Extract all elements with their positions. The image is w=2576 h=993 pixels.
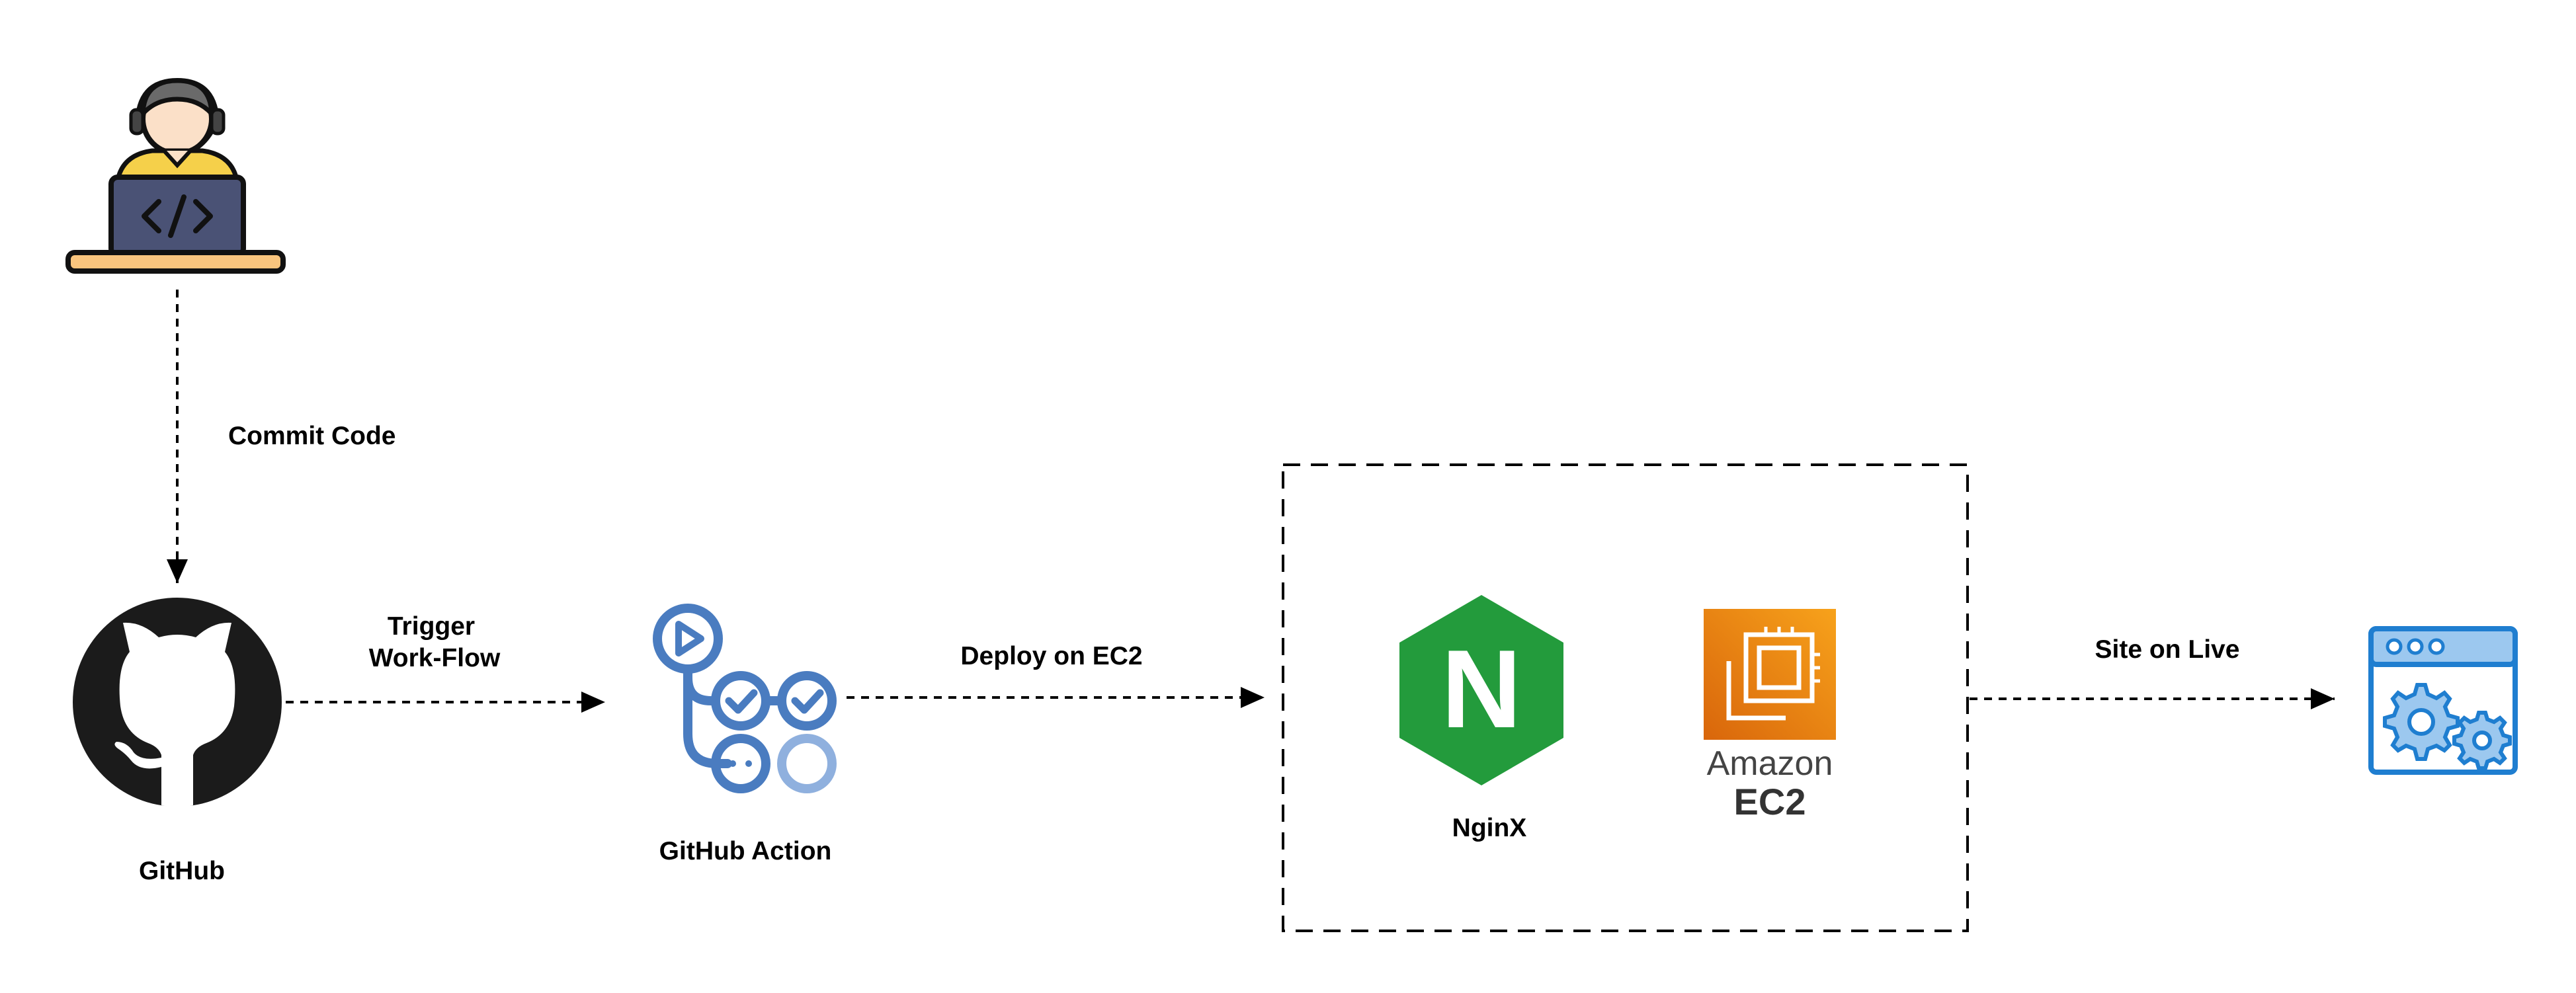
nginx-label: NginX bbox=[1452, 814, 1527, 842]
github-label: GitHub bbox=[139, 857, 225, 885]
ec2-logo-amazon: Amazon bbox=[1707, 744, 1833, 783]
site-live-label: Site on Live bbox=[2095, 635, 2240, 664]
nginx-hexagon-icon: N bbox=[1399, 595, 1563, 785]
browser-gears-icon bbox=[2368, 626, 2518, 775]
ec2-logo-ec2: EC2 bbox=[1734, 781, 1806, 822]
deploy-label: Deploy on EC2 bbox=[960, 642, 1142, 670]
github-octocat-icon bbox=[73, 598, 282, 807]
github-action-label: GitHub Action bbox=[659, 837, 832, 865]
amazon-ec2-icon: Amazon EC2 bbox=[1704, 609, 1836, 822]
trigger-label-line1: Trigger bbox=[388, 612, 475, 641]
github-actions-workflow-icon bbox=[653, 604, 837, 793]
trigger-label-line2: Work-Flow bbox=[369, 644, 501, 672]
developer-laptop-icon bbox=[65, 77, 286, 274]
nginx-logo-letter: N bbox=[1441, 627, 1521, 751]
commit-code-label: Commit Code bbox=[228, 422, 396, 450]
server-group-box bbox=[1282, 463, 1969, 932]
